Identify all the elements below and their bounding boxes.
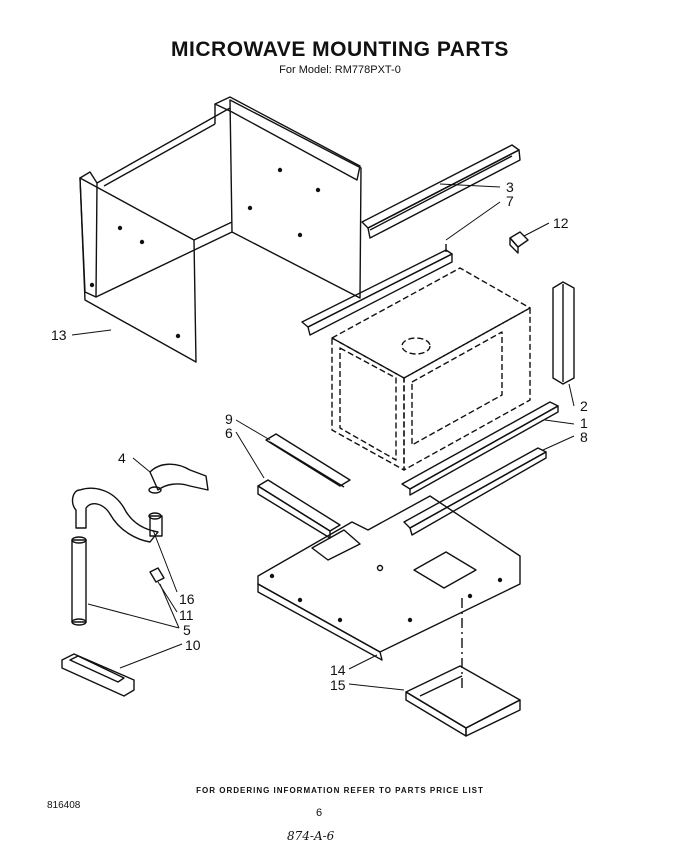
model-subtitle: For Model: RM778PXT-0 [279, 64, 401, 76]
callout-7: 7 [506, 193, 514, 209]
callout-3: 3 [506, 179, 514, 195]
callout-8: 8 [580, 429, 588, 445]
callout-10: 10 [185, 637, 201, 653]
spacer-bar-part [265, 433, 351, 488]
callout-5: 5 [183, 622, 191, 638]
clip-part [509, 231, 529, 254]
drain-pan-part [61, 653, 135, 697]
document-number: 816408 [47, 800, 81, 811]
callout-15: 15 [330, 677, 346, 693]
callout-13: 13 [51, 327, 67, 343]
callout-1: 1 [580, 415, 588, 431]
microwave-oven-outline [331, 267, 531, 471]
callout-2: 2 [580, 398, 588, 414]
tube-part [71, 536, 87, 626]
front-rail-part [301, 244, 453, 336]
lower-rail-part [403, 447, 547, 536]
hose-clip-part [149, 567, 165, 583]
base-plate-part [257, 495, 521, 661]
cabinet-box-part [79, 96, 362, 363]
lower-front-trim-part [401, 401, 559, 496]
page-title: MICROWAVE MOUNTING PARTS [171, 38, 509, 61]
upper-rail-part [361, 144, 521, 239]
callout-4: 4 [118, 450, 126, 466]
filter-tray-part [405, 665, 521, 737]
callout-12: 12 [553, 215, 569, 231]
handwritten-note: 874-A-6 [287, 829, 335, 843]
callout-14: 14 [330, 662, 346, 678]
ordering-footer: FOR ORDERING INFORMATION REFER TO PARTS … [196, 786, 484, 795]
callout-11: 11 [179, 607, 194, 623]
page-number: 6 [316, 807, 323, 819]
side-trim-part [552, 281, 575, 385]
side-rail-part [257, 479, 341, 539]
callout-6: 6 [225, 425, 233, 441]
callout-9: 9 [225, 411, 233, 427]
callout-16: 16 [179, 591, 195, 607]
elbow-part [148, 463, 209, 494]
hose-part [71, 487, 163, 543]
